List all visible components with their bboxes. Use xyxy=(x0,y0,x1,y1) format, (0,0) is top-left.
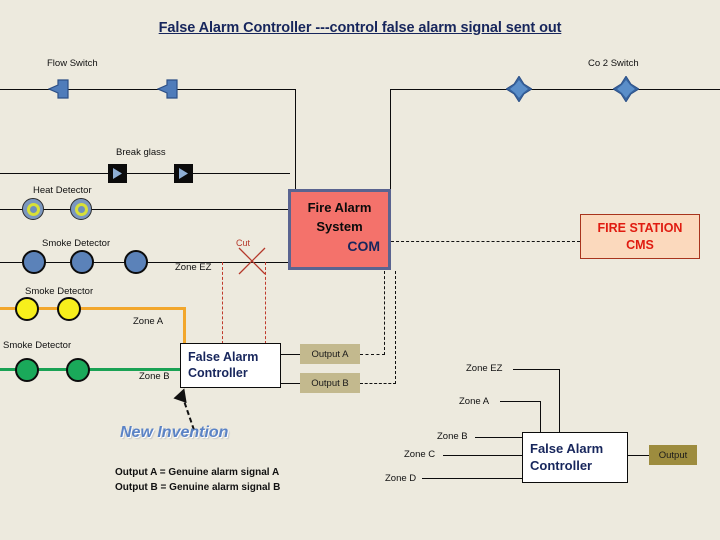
smoke-detector-icon-green-2 xyxy=(66,358,90,382)
heat-detector-icon-2 xyxy=(70,198,92,220)
heat-detector-icon-1 xyxy=(22,198,44,220)
zone-ez-riser-bottom xyxy=(559,369,560,433)
output-b-dashed-riser xyxy=(395,271,396,384)
break-glass-icon-1 xyxy=(108,164,127,183)
new-invention-label: New Invention xyxy=(120,424,229,441)
output-b-dashed-lead xyxy=(360,383,396,384)
co2-switch-icon-2 xyxy=(612,75,640,103)
output-b-box[interactable]: Output B xyxy=(300,373,360,393)
controller-right-line1: False Alarm xyxy=(530,441,604,457)
controller-left-line2: Controller xyxy=(188,365,248,380)
new-invention-arrow-icon xyxy=(170,388,204,432)
fire-station-line1: FIRE STATION xyxy=(597,220,683,235)
flow-switch-drop-wire xyxy=(295,89,296,189)
smoke-detector-icon-green-1 xyxy=(15,358,39,382)
false-alarm-controller-box-left[interactable]: False Alarm Controller xyxy=(180,343,281,388)
smoke-detector-label-3: Smoke Detector xyxy=(3,340,72,351)
zone-a-lead-bottom xyxy=(500,401,541,402)
cut-dashed-line-b xyxy=(265,262,266,344)
smoke-detector-icon-yellow-1 xyxy=(15,297,39,321)
zone-c-label-bottom: Zone C xyxy=(404,449,436,460)
cut-x-icon xyxy=(236,245,268,277)
smoke-detector-icon-blue-1 xyxy=(22,250,46,274)
zone-a-label-bottom: Zone A xyxy=(459,396,490,407)
zone-b-wire xyxy=(0,368,186,371)
output-a-box[interactable]: Output A xyxy=(300,344,360,364)
zone-ez-label-bottom: Zone EZ xyxy=(466,363,503,374)
zone-c-lead-bottom xyxy=(443,455,523,456)
fire-alarm-system-com: COM xyxy=(347,238,380,254)
controller-output-b-lead xyxy=(281,383,301,384)
zone-ez-label-top: Zone EZ xyxy=(175,262,212,273)
output-label-right: Output xyxy=(658,449,688,461)
zone-b-label-top: Zone B xyxy=(139,371,170,382)
flow-switch-icon-2 xyxy=(156,79,179,99)
zone-d-lead-bottom xyxy=(422,478,523,479)
smoke-detector-icon-blue-3 xyxy=(124,250,148,274)
co2-switch-wire xyxy=(390,89,720,90)
controller-right-output-lead xyxy=(628,455,650,456)
smoke-detector-icon-blue-2 xyxy=(70,250,94,274)
false-alarm-controller-box-right[interactable]: False Alarm Controller xyxy=(522,432,628,483)
controller-left-line1: False Alarm xyxy=(188,349,259,364)
fire-station-line2: CMS xyxy=(626,237,654,252)
break-glass-wire xyxy=(0,173,290,174)
zone-b-label-bottom: Zone B xyxy=(437,431,468,442)
legend-output-a: Output A = Genuine alarm signal A xyxy=(115,467,280,478)
page-title: False Alarm Controller ---control false … xyxy=(158,20,562,36)
fire-alarm-system-box[interactable]: Fire Alarm System COM xyxy=(288,189,391,270)
com-to-station-dashed-link xyxy=(391,241,580,242)
zone-a-label-top: Zone A xyxy=(133,316,164,327)
break-glass-label: Break glass xyxy=(116,147,166,158)
zone-a-wire-horizontal xyxy=(0,307,186,310)
controller-right-line2: Controller xyxy=(530,457,593,473)
fire-alarm-system-line1: Fire Alarm xyxy=(307,200,372,215)
flow-switch-label: Flow Switch xyxy=(47,58,98,69)
heat-detector-label: Heat Detector xyxy=(33,185,92,196)
zone-a-wire-vertical xyxy=(183,307,186,345)
cut-label: Cut xyxy=(236,238,251,248)
co2-switch-icon-1 xyxy=(505,75,533,103)
co2-switch-drop-wire xyxy=(390,89,391,189)
break-glass-icon-2 xyxy=(174,164,193,183)
output-a-label: Output A xyxy=(311,348,349,360)
controller-output-a-lead xyxy=(281,354,301,355)
smoke-detector-icon-yellow-2 xyxy=(57,297,81,321)
output-box-right[interactable]: Output xyxy=(649,445,697,465)
output-b-label: Output B xyxy=(311,377,349,389)
output-a-dashed-lead xyxy=(360,354,385,355)
smoke-detector-label-2: Smoke Detector xyxy=(25,286,94,297)
co2-switch-label: Co 2 Switch xyxy=(588,58,639,69)
fire-station-box[interactable]: FIRE STATION CMS xyxy=(580,214,700,259)
flow-switch-wire xyxy=(0,89,296,90)
zone-b-lead-bottom xyxy=(475,437,523,438)
zone-ez-lead-bottom xyxy=(513,369,560,370)
zone-d-label-bottom: Zone D xyxy=(385,473,417,484)
legend-output-b: Output B = Genuine alarm signal B xyxy=(115,482,281,493)
fire-alarm-system-line2: System xyxy=(316,219,363,234)
heat-detector-wire xyxy=(0,209,290,210)
flow-switch-icon-1 xyxy=(47,79,70,99)
zone-a-riser-bottom xyxy=(540,401,541,433)
cut-dashed-line-a xyxy=(222,262,223,344)
output-a-dashed-riser xyxy=(384,271,385,355)
smoke-detector-label-1: Smoke Detector xyxy=(42,238,111,249)
